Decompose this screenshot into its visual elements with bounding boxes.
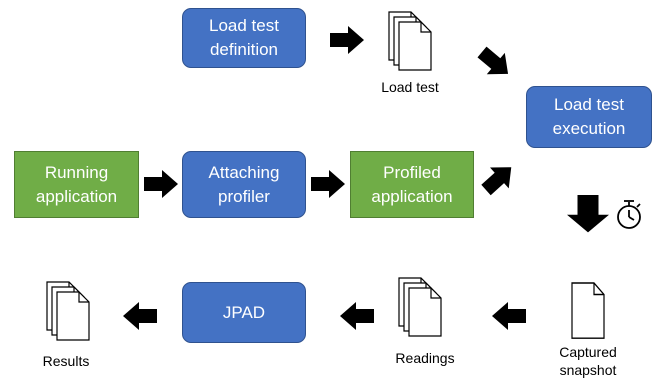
- readings-label: Readings: [395, 350, 455, 366]
- captured-snapshot-document-icon: [571, 282, 605, 339]
- attaching-profiler-box: Attaching profiler: [182, 151, 306, 218]
- stopwatch-icon: [617, 200, 641, 229]
- running-application-box: Running application: [14, 151, 139, 218]
- arrow-load-test-to-execution: [473, 41, 518, 85]
- results-document-stack-icon: [46, 281, 90, 341]
- load-test-execution-box: Load test execution: [526, 86, 652, 148]
- results-label: Results: [42, 353, 90, 369]
- arrow-attaching-to-profiled: [311, 170, 345, 198]
- arrow-profiled-to-execution: [476, 156, 521, 201]
- arrow-running-to-attaching: [144, 170, 178, 198]
- arrow-snapshot-to-readings: [492, 302, 526, 330]
- arrow-definition-to-load-test: [330, 26, 364, 54]
- load-test-document-stack-icon: [388, 11, 432, 71]
- captured-snapshot-label: Captured snapshot: [559, 344, 617, 378]
- profiled-application-box: Profiled application: [350, 151, 474, 218]
- load-test-label: Load test: [381, 79, 439, 95]
- readings-document-stack-icon: [398, 277, 442, 337]
- jpad-box: JPAD: [182, 282, 306, 343]
- arrow-execution-to-snapshot: [567, 195, 609, 233]
- arrow-jpad-to-results: [123, 302, 157, 330]
- arrow-readings-to-jpad: [340, 302, 374, 330]
- load-test-definition-box: Load test definition: [182, 8, 306, 68]
